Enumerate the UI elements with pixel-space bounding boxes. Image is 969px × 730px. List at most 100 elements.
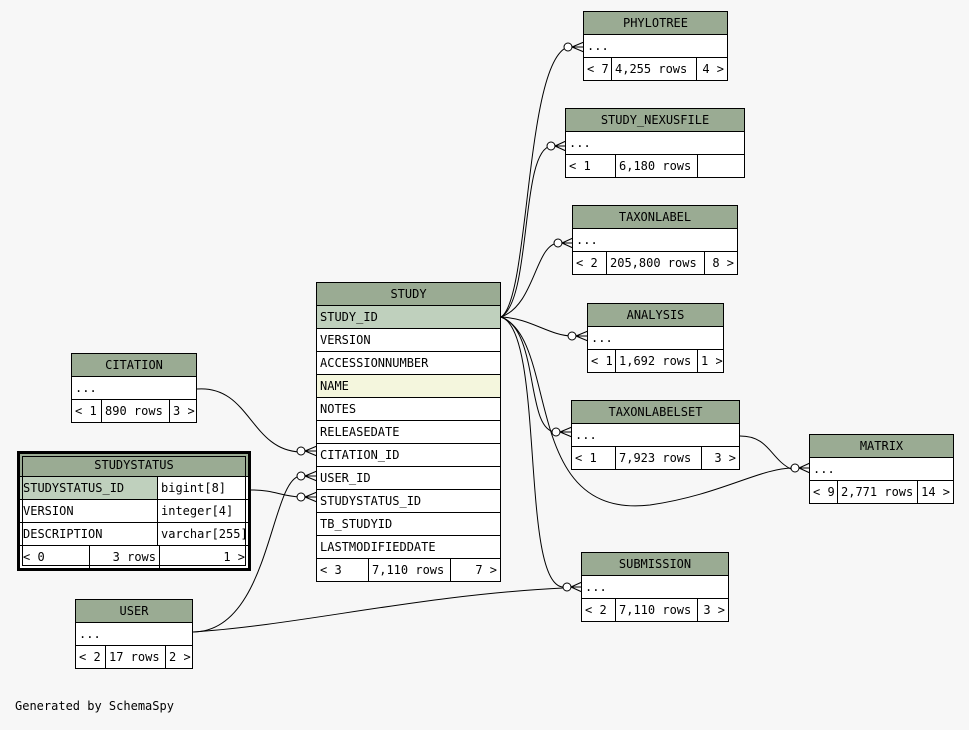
table-title[interactable]: PHYLOTREE [584, 12, 727, 35]
parent-count[interactable]: < 1 [72, 400, 102, 422]
column-placeholder: ... [76, 623, 192, 646]
link-study-analysis [500, 316, 573, 337]
parent-count[interactable]: < 9 [810, 481, 838, 503]
row-count: 1,692 rows [616, 350, 698, 372]
table-footer: < 0 3 rows 1 > [20, 546, 248, 568]
parent-count[interactable]: < 1 [566, 155, 616, 177]
table-study[interactable]: STUDY STUDY_ID VERSION ACCESSIONNUMBER N… [316, 282, 501, 582]
row-count: 6,180 rows [616, 155, 698, 177]
table-title[interactable]: CITATION [72, 354, 196, 377]
column-placeholder: ... [72, 377, 196, 400]
column-studystatus-id[interactable]: STUDYSTATUS_ID bigint[8] [20, 477, 248, 500]
table-footer: < 9 2,771 rows 14 > [810, 481, 953, 503]
column-type: integer[4] [161, 504, 234, 518]
column-placeholder: ... [810, 458, 953, 481]
table-citation[interactable]: CITATION ... < 1 890 rows 3 > [71, 353, 197, 423]
child-count[interactable]: 14 > [921, 485, 950, 499]
link-study-taxonlabel [500, 242, 559, 318]
column-placeholder: ... [573, 229, 737, 252]
column-placeholder: ... [566, 132, 744, 155]
link-study-submission [500, 316, 564, 588]
row-count: 205,800 rows [607, 252, 705, 274]
child-count[interactable]: 3 > [703, 603, 725, 617]
parent-count[interactable]: < 2 [76, 646, 106, 668]
column-study-id[interactable]: STUDY_ID [317, 306, 500, 329]
link-taxonlabelset-matrix [739, 435, 794, 471]
table-title[interactable]: STUDY [317, 283, 500, 306]
table-footer: < 1 890 rows 3 > [72, 400, 196, 422]
column-user-id[interactable]: USER_ID [317, 467, 500, 490]
link-user-study [192, 475, 301, 633]
column-name: DESCRIPTION [20, 523, 158, 545]
column-name: VERSION [20, 500, 158, 522]
column-version[interactable]: VERSION [317, 329, 500, 352]
parent-count[interactable]: < 0 [20, 546, 90, 568]
column-name[interactable]: NAME [317, 375, 500, 398]
column-description[interactable]: DESCRIPTION varchar[255] [20, 523, 248, 546]
child-count[interactable]: 8 > [712, 256, 734, 270]
row-count: 890 rows [102, 400, 170, 422]
column-lastmodifieddate[interactable]: LASTMODIFIEDDATE [317, 536, 500, 559]
child-count[interactable]: 1 > [223, 550, 245, 564]
table-title[interactable]: TAXONLABELSET [572, 401, 739, 424]
table-title[interactable]: ANALYSIS [588, 304, 723, 327]
column-releasedate[interactable]: RELEASEDATE [317, 421, 500, 444]
column-accessionnumber[interactable]: ACCESSIONNUMBER [317, 352, 500, 375]
table-submission[interactable]: SUBMISSION ... < 2 7,110 rows 3 > [581, 552, 729, 622]
link-study-phylotree [500, 46, 569, 318]
column-placeholder: ... [572, 424, 739, 447]
table-title[interactable]: TAXONLABEL [573, 206, 737, 229]
child-count[interactable]: 3 > [714, 451, 736, 465]
table-studystatus[interactable]: STUDYSTATUS STUDYSTATUS_ID bigint[8] VER… [17, 451, 251, 571]
column-tb-studyid[interactable]: TB_STUDYID [317, 513, 500, 536]
row-count: 4,255 rows [612, 58, 697, 80]
table-title[interactable]: MATRIX [810, 435, 953, 458]
link-study-matrix [500, 316, 794, 507]
child-count[interactable]: 4 > [702, 62, 724, 76]
table-title[interactable]: STUDY_NEXUSFILE [566, 109, 744, 132]
link-study-nexusfile [500, 145, 552, 318]
parent-count[interactable]: < 3 [317, 559, 369, 581]
child-count[interactable]: 3 > [173, 404, 195, 418]
table-footer: < 2 7,110 rows 3 > [582, 599, 728, 621]
table-footer: < 1 7,923 rows 3 > [572, 447, 739, 469]
parent-count[interactable]: < 1 [572, 447, 616, 469]
row-count: 3 rows [90, 546, 160, 568]
table-footer: < 1 6,180 rows [566, 155, 744, 177]
parent-count[interactable]: < 2 [582, 599, 616, 621]
generated-by-label: Generated by SchemaSpy [15, 699, 174, 713]
child-count[interactable] [698, 155, 744, 177]
table-user[interactable]: USER ... < 2 17 rows 2 > [75, 599, 193, 669]
row-count: 7,923 rows [616, 447, 702, 469]
row-count: 7,110 rows [369, 559, 451, 581]
child-count[interactable]: 2 > [169, 650, 191, 664]
row-count: 2,771 rows [838, 481, 918, 503]
column-placeholder: ... [584, 35, 727, 58]
link-studystatus-study [250, 489, 301, 498]
parent-count[interactable]: < 1 [588, 350, 616, 372]
table-title[interactable]: SUBMISSION [582, 553, 728, 576]
link-citation-study [196, 388, 301, 453]
table-footer: < 2 205,800 rows 8 > [573, 252, 737, 274]
table-analysis[interactable]: ANALYSIS ... < 1 1,692 rows 1 > [587, 303, 724, 373]
table-title[interactable]: STUDYSTATUS [20, 454, 248, 477]
table-phylotree[interactable]: PHYLOTREE ... < 7 4,255 rows 4 > [583, 11, 728, 81]
column-citation-id[interactable]: CITATION_ID [317, 444, 500, 467]
table-matrix[interactable]: MATRIX ... < 9 2,771 rows 14 > [809, 434, 954, 504]
table-taxonlabelset[interactable]: TAXONLABELSET ... < 1 7,923 rows 3 > [571, 400, 740, 470]
column-type: bigint[8] [158, 477, 248, 499]
child-count[interactable]: 1 > [701, 354, 723, 368]
table-footer: < 7 4,255 rows 4 > [584, 58, 727, 80]
parent-count[interactable]: < 2 [573, 252, 607, 274]
column-placeholder: ... [588, 327, 723, 350]
parent-count[interactable]: < 7 [584, 58, 612, 80]
column-type: varchar[255] [161, 527, 248, 541]
table-taxonlabel[interactable]: TAXONLABEL ... < 2 205,800 rows 8 > [572, 205, 738, 275]
table-study-nexusfile[interactable]: STUDY_NEXUSFILE ... < 1 6,180 rows [565, 108, 745, 178]
column-studystatus-id[interactable]: STUDYSTATUS_ID [317, 490, 500, 513]
column-notes[interactable]: NOTES [317, 398, 500, 421]
table-title[interactable]: USER [76, 600, 192, 623]
column-placeholder: ... [582, 576, 728, 599]
child-count[interactable]: 7 > [475, 563, 497, 577]
column-version[interactable]: VERSION integer[4] [20, 500, 248, 523]
